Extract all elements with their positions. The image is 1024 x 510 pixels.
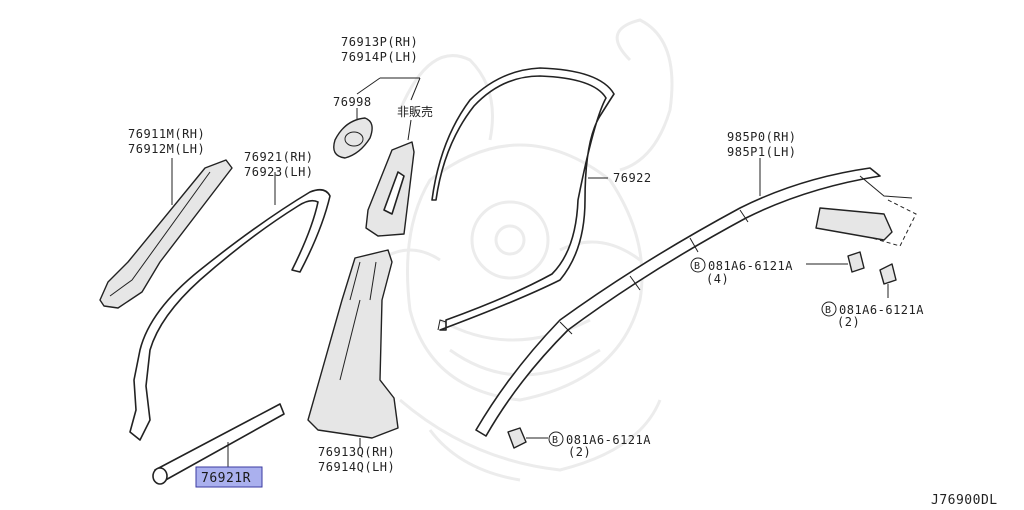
label-76923[interactable]: 76923(LH) bbox=[244, 165, 314, 179]
label-76922[interactable]: 76922 bbox=[613, 171, 652, 185]
label-76913q[interactable]: 76913Q(RH) bbox=[318, 445, 395, 459]
label-985p0[interactable]: 985P0(RH) bbox=[727, 130, 797, 144]
label-76914p[interactable]: 76914P(LH) bbox=[341, 50, 418, 64]
label-76998[interactable]: 76998 bbox=[333, 95, 372, 109]
label-bolt-a-code[interactable]: 081A6-6121A bbox=[708, 259, 793, 273]
label-bolt-b-code[interactable]: 081A6-6121A bbox=[839, 303, 924, 317]
label-76921r[interactable]: 76921R bbox=[201, 471, 251, 486]
part-b-pillar-lower[interactable] bbox=[307, 249, 399, 439]
bolt-c-letter: B bbox=[552, 435, 559, 446]
label-not-sold: 非販売 bbox=[397, 104, 433, 119]
part-front-door-weatherstrip[interactable] bbox=[129, 188, 331, 441]
bolt-a-icon[interactable] bbox=[847, 251, 865, 273]
label-76921[interactable]: 76921(RH) bbox=[244, 150, 314, 164]
label-76913p[interactable]: 76913P(RH) bbox=[341, 35, 418, 49]
part-rear-door-weatherstrip[interactable] bbox=[431, 67, 615, 331]
part-b-pillar-upper[interactable] bbox=[365, 141, 415, 237]
label-bolt-c-code[interactable]: 081A6-6121A bbox=[566, 433, 651, 447]
label-bolt-c-qty: (2) bbox=[568, 445, 591, 459]
diagram-code: J76900DL bbox=[931, 493, 998, 508]
bolt-c-marker-icon bbox=[548, 431, 564, 447]
label-76911m[interactable]: 76911M(RH) bbox=[128, 127, 205, 141]
bolt-a-marker-icon bbox=[690, 257, 706, 273]
label-bolt-a-qty: (4) bbox=[706, 272, 729, 286]
label-bolt-b-qty: (2) bbox=[837, 315, 860, 329]
bolt-b-letter: B bbox=[825, 305, 832, 316]
part-a-pillar-garnish[interactable] bbox=[99, 159, 233, 309]
label-76914q[interactable]: 76914Q(LH) bbox=[318, 460, 395, 474]
bolt-b-icon[interactable] bbox=[879, 263, 897, 285]
label-985p1[interactable]: 985P1(LH) bbox=[727, 145, 797, 159]
bolt-b-marker-icon bbox=[821, 301, 837, 317]
label-76912m[interactable]: 76912M(LH) bbox=[128, 142, 205, 156]
watermark-logo bbox=[379, 18, 674, 482]
bolt-a-letter: B bbox=[694, 261, 701, 272]
bolt-c-icon[interactable] bbox=[507, 427, 527, 449]
highlight-box-76921r[interactable] bbox=[195, 466, 263, 488]
part-grommet[interactable] bbox=[333, 117, 373, 159]
